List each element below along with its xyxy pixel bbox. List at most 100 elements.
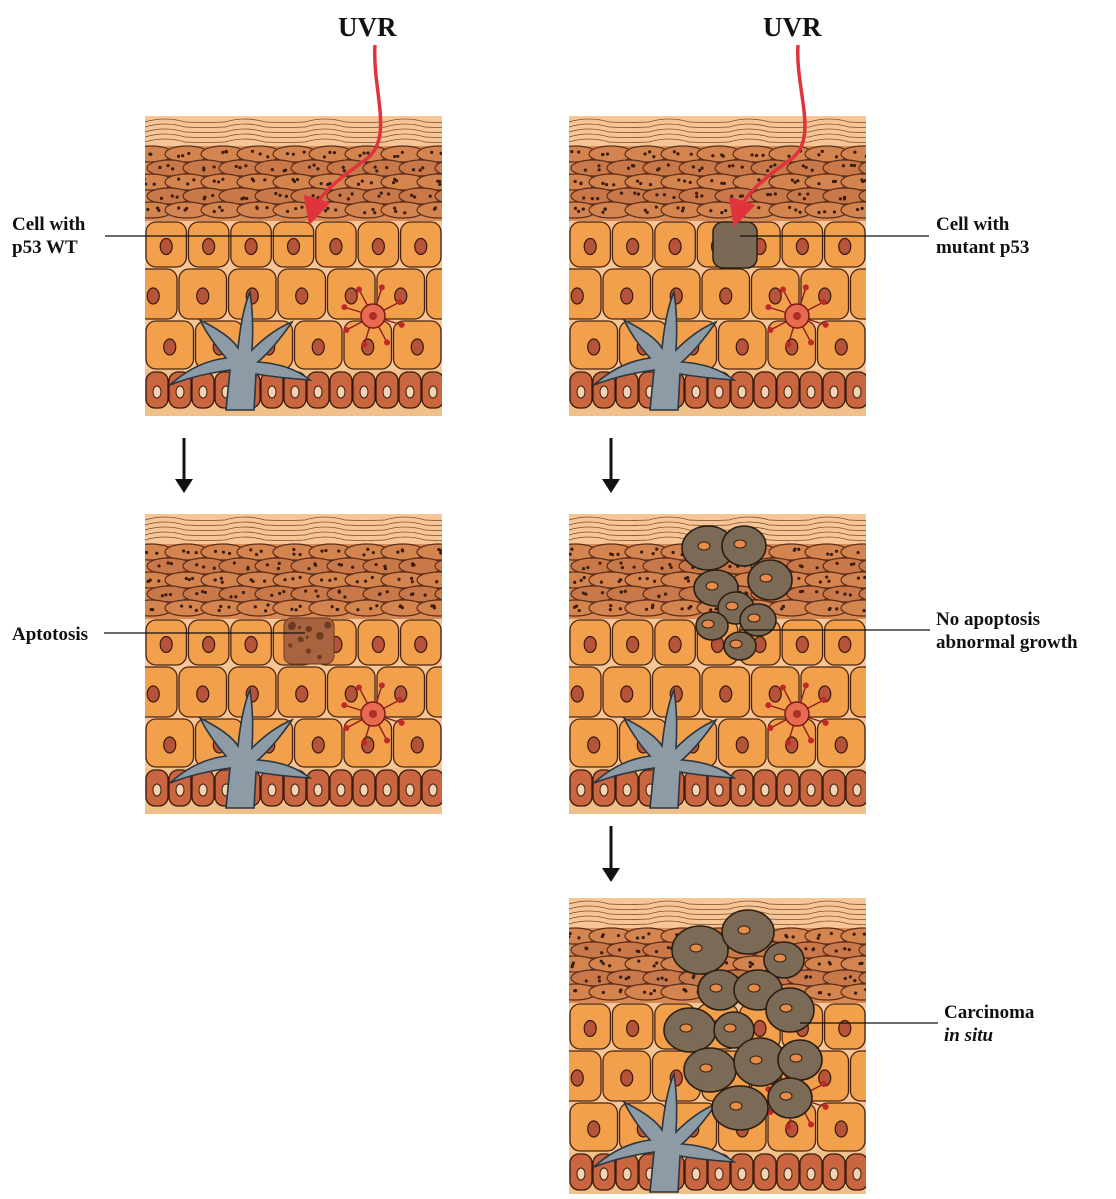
skin-panel-wt-apoptosis (80, 514, 505, 814)
basal-nucleus (429, 784, 437, 796)
keratohyalin-granule (875, 946, 878, 949)
keratohyalin-granule (283, 578, 286, 581)
cell-nucleus (147, 288, 159, 304)
keratohyalin-granule (333, 151, 336, 154)
basal-nucleus (715, 1168, 723, 1180)
basal-nucleus (692, 1168, 700, 1180)
keratohyalin-granule (692, 976, 695, 979)
cell-mutant-label-line2: mutant p53 (936, 236, 1029, 259)
tumor-nucleus (780, 1092, 792, 1100)
keratohyalin-granule (424, 594, 427, 597)
keratohyalin-granule (620, 591, 623, 594)
keratohyalin-granule (868, 577, 871, 580)
keratohyalin-granule (169, 593, 172, 596)
keratohyalin-granule (195, 609, 198, 612)
keratohyalin-granule (221, 151, 224, 154)
keratohyalin-granule (618, 948, 621, 951)
spinous-cell (528, 222, 568, 267)
keratohyalin-granule (801, 590, 804, 593)
keratohyalin-granule (447, 564, 450, 567)
basal-nucleus (853, 784, 861, 796)
basal-nucleus (429, 386, 437, 398)
spinous-cell (97, 321, 145, 369)
keratohyalin-granule (356, 608, 359, 611)
keratohyalin-granule (295, 608, 298, 611)
keratohyalin-granule (324, 209, 327, 212)
no-apoptosis-label-line2: abnormal growth (936, 631, 1078, 654)
keratohyalin-granule (585, 947, 588, 950)
keratohyalin-granule (625, 977, 628, 980)
keratohyalin-granule (853, 933, 856, 936)
keratohyalin-granule (871, 932, 874, 935)
keratohyalin-granule (602, 991, 605, 994)
cell-nucleus (538, 1121, 550, 1137)
basal-nucleus (176, 386, 184, 398)
keratohyalin-granule (695, 192, 698, 195)
spinous-cell (504, 269, 552, 319)
arrow-right-down-2-head (602, 868, 620, 882)
keratohyalin-granule (191, 577, 194, 580)
keratohyalin-granule (336, 608, 339, 611)
keratohyalin-granule (586, 566, 589, 569)
cell-nucleus (461, 339, 473, 355)
dendrite-tip (343, 725, 349, 731)
keratohyalin-granule (263, 580, 266, 583)
cell-nucleus (885, 339, 897, 355)
cell-nucleus (312, 737, 324, 753)
keratohyalin-granule (446, 209, 449, 212)
keratohyalin-granule (818, 962, 821, 965)
keratohyalin-granule (314, 589, 317, 592)
skin-panel-carcinoma (504, 898, 929, 1194)
keratohyalin-granule (282, 590, 285, 593)
keratohyalin-granule (312, 164, 315, 167)
keratohyalin-granule (233, 561, 236, 564)
apoptotic-fragment (306, 626, 312, 632)
keratohyalin-granule (731, 164, 734, 167)
keratohyalin-granule (342, 166, 345, 169)
keratohyalin-granule (821, 150, 824, 153)
cell-nucleus (330, 239, 342, 255)
dendrite-tip (384, 340, 390, 346)
keratohyalin-granule (636, 936, 639, 939)
cell-nucleus (627, 239, 639, 255)
keratohyalin-granule (334, 577, 337, 580)
keratohyalin-granule (644, 209, 647, 212)
keratohyalin-granule (714, 607, 717, 610)
keratohyalin-granule (655, 950, 658, 953)
spinous-cell (528, 620, 568, 665)
keratohyalin-granule (692, 165, 695, 168)
cell-nucleus (203, 239, 215, 255)
keratohyalin-granule (316, 595, 319, 598)
cell-nucleus (571, 288, 583, 304)
cell-nucleus (245, 637, 257, 653)
dendrite-tip (821, 299, 827, 305)
basal-nucleus (830, 386, 838, 398)
cell-nucleus (203, 637, 215, 653)
keratohyalin-granule (638, 577, 641, 580)
keratohyalin-granule (787, 155, 790, 158)
cell-nucleus (98, 288, 110, 304)
keratohyalin-granule (251, 150, 254, 153)
keratohyalin-granule (797, 548, 800, 551)
keratohyalin-granule (657, 595, 660, 598)
keratohyalin-granule (681, 209, 684, 212)
keratohyalin-granule (566, 993, 569, 996)
spinous-cell (521, 321, 569, 369)
keratohyalin-granule (421, 166, 424, 169)
keratohyalin-granule (817, 211, 820, 214)
keratohyalin-granule (852, 562, 855, 565)
dendrite-tip (823, 1104, 829, 1110)
cell-nucleus (372, 239, 384, 255)
keratohyalin-granule (843, 947, 846, 950)
keratohyalin-granule (291, 577, 294, 580)
keratohyalin-granule (278, 562, 281, 565)
keratohyalin-granule (882, 949, 885, 952)
keratohyalin-granule (856, 551, 859, 554)
keratohyalin-granule (817, 153, 820, 156)
keratohyalin-granule (396, 551, 399, 554)
langerhans-nucleus (793, 710, 801, 718)
keratohyalin-granule (596, 197, 599, 200)
keratohyalin-granule (313, 562, 316, 565)
keratohyalin-granule (584, 593, 587, 596)
keratohyalin-granule (577, 936, 580, 939)
